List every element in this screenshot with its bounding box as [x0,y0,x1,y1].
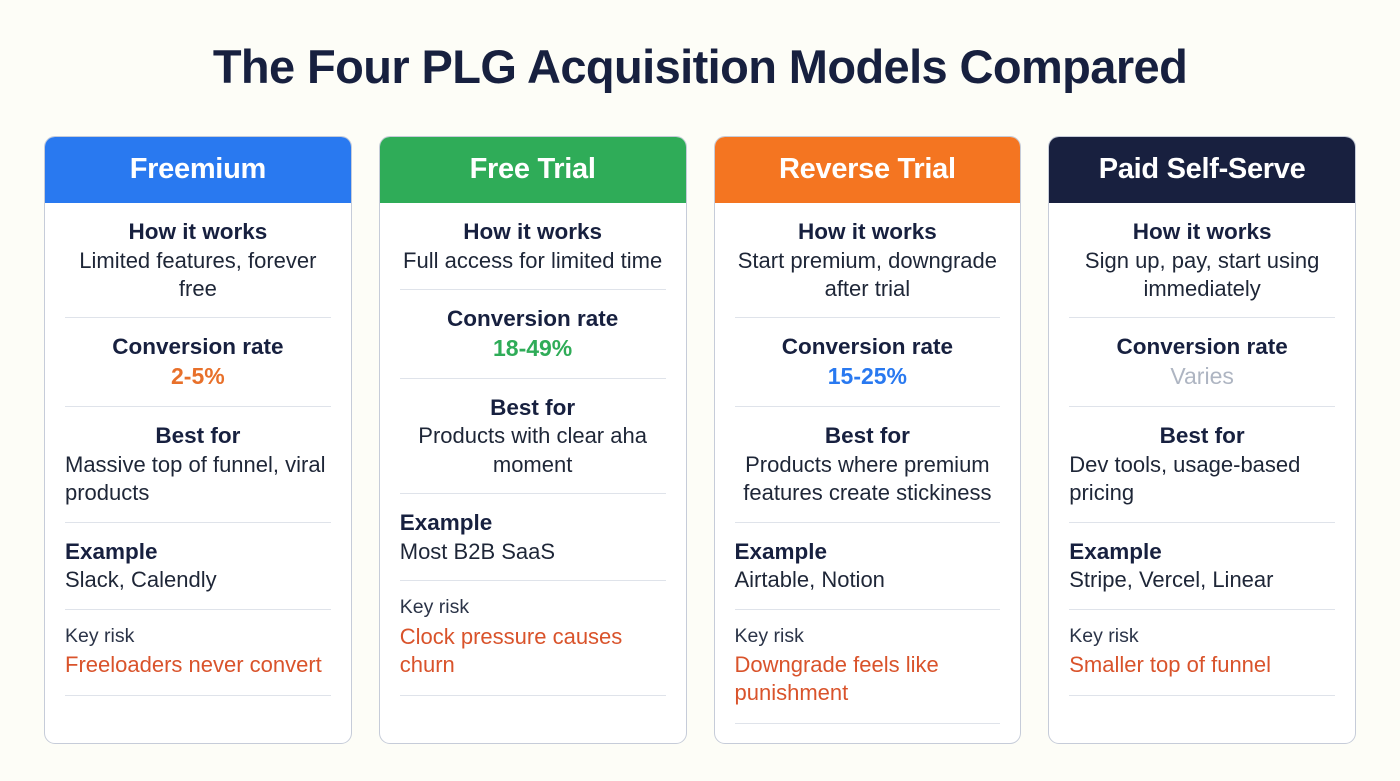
row-key-risk: Key risk Freeloaders never convert [65,610,331,697]
label-best-for: Best for [155,422,241,448]
value-key-risk: Smaller top of funnel [1069,652,1272,678]
value-best-for: Massive top of funnel, viral products [65,451,326,506]
row-how-it-works: How it works Sign up, pay, start using i… [1069,203,1335,319]
label-conversion-rate: Conversion rate [1116,334,1288,360]
row-how-it-works: How it works Start premium, downgrade af… [734,203,1001,319]
card-paid-self-serve[interactable]: Paid Self-Serve How it works Sign up, pa… [1048,135,1356,744]
label-best-for: Best for [1159,422,1245,448]
label-how-it-works: How it works [1132,218,1272,244]
row-conversion-rate: Conversion rate Varies [1069,318,1335,407]
card-header-freemium: Freemium [45,136,351,203]
label-how-it-works: How it works [463,218,603,244]
value-key-risk: Downgrade feels like punishment [734,652,939,706]
card-body-reverse-trial: How it works Start premium, downgrade af… [715,203,1021,743]
label-how-it-works: How it works [128,218,268,244]
row-best-for: Best for Dev tools, usage-based pricing [1069,407,1335,523]
row-key-risk: Key risk Smaller top of funnel [1069,610,1335,697]
card-header-free-trial: Free Trial [379,136,686,203]
value-example: Stripe, Vercel, Linear [1069,567,1274,593]
row-example: Example Airtable, Notion [734,523,1001,610]
row-how-it-works: How it works Full access for limited tim… [399,203,666,290]
label-best-for: Best for [490,394,576,420]
label-key-risk: Key risk [399,596,470,619]
value-best-for: Dev tools, usage-based pricing [1069,451,1301,506]
value-conversion-rate: 2-5% [171,363,225,390]
cards-row: Freemium How it works Limited features, … [0,135,1400,744]
row-best-for: Best for Massive top of funnel, viral pr… [65,407,331,523]
value-example: Airtable, Notion [734,567,885,593]
row-example: Example Most B2B SaaS [399,494,666,582]
card-reverse-trial[interactable]: Reverse Trial How it works Start premium… [713,135,1022,744]
card-spacer [400,696,666,743]
value-how-it-works: Limited features, forever free [79,247,317,301]
value-conversion-rate: Varies [1170,363,1234,390]
row-key-risk: Key risk Downgrade feels like punishment [734,610,1001,724]
label-example: Example [399,510,493,536]
label-key-risk: Key risk [65,624,135,647]
row-example: Example Stripe, Vercel, Linear [1069,523,1335,610]
label-key-risk: Key risk [1069,624,1139,647]
label-conversion-rate: Conversion rate [781,334,954,360]
label-best-for: Best for [824,422,910,448]
row-best-for: Best for Products where premium features… [734,407,1001,523]
row-best-for: Best for Products with clear aha moment [399,379,666,495]
card-header-paid-self-serve: Paid Self-Serve [1049,136,1355,203]
label-conversion-rate: Conversion rate [112,334,284,360]
value-how-it-works: Sign up, pay, start using immediately [1084,247,1320,301]
page-title: The Four PLG Acquisition Models Compared [212,40,1188,93]
card-freemium[interactable]: Freemium How it works Limited features, … [44,135,352,744]
value-example: Most B2B SaaS [399,539,556,565]
card-body-paid-self-serve: How it works Sign up, pay, start using i… [1049,203,1355,743]
label-example: Example [65,538,158,564]
label-example: Example [1069,538,1162,564]
row-how-it-works: How it works Limited features, forever f… [65,203,331,319]
row-conversion-rate: Conversion rate 15-25% [734,318,1001,407]
card-spacer [735,724,1001,743]
value-key-risk: Clock pressure causes churn [399,623,623,677]
value-conversion-rate: 18-49% [492,334,573,361]
card-spacer [1069,696,1335,743]
row-key-risk: Key risk Clock pressure causes churn [399,581,666,696]
value-best-for: Products where premium features create s… [743,451,992,506]
card-body-free-trial: How it works Full access for limited tim… [380,203,686,743]
value-conversion-rate: 15-25% [827,363,908,390]
label-example: Example [734,538,828,564]
card-free-trial[interactable]: Free Trial How it works Full access for … [378,135,687,744]
value-key-risk: Freeloaders never convert [65,652,322,678]
value-how-it-works: Start premium, downgrade after trial [737,247,997,301]
row-example: Example Slack, Calendly [65,523,331,610]
row-conversion-rate: Conversion rate 18-49% [399,290,666,379]
label-conversion-rate: Conversion rate [446,305,619,331]
value-example: Slack, Calendly [65,567,217,593]
label-how-it-works: How it works [797,218,937,244]
card-spacer [65,696,331,743]
value-best-for: Products with clear aha moment [418,423,647,477]
card-header-reverse-trial: Reverse Trial [714,136,1021,203]
card-body-freemium: How it works Limited features, forever f… [45,203,351,743]
row-conversion-rate: Conversion rate 2-5% [65,318,331,407]
value-how-it-works: Full access for limited time [403,247,663,273]
label-key-risk: Key risk [734,624,804,647]
